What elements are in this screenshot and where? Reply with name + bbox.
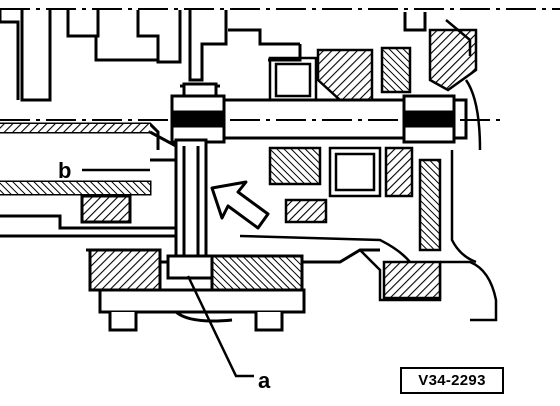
reference-code-box: V34-2293 [400,367,504,394]
upper-housing [0,8,427,102]
direction-arrow [210,180,270,230]
callout-b-label: b [58,158,71,183]
bolt-assembly [86,138,380,332]
reference-code-text: V34-2293 [418,372,486,389]
left-housing-tube [0,122,178,238]
main-shaft [170,82,468,144]
callout-a-label: a [258,368,271,393]
callout-a-leader [186,275,254,378]
right-lower-housing [239,79,498,322]
gear-cluster [268,146,442,252]
right-housing [268,19,478,102]
